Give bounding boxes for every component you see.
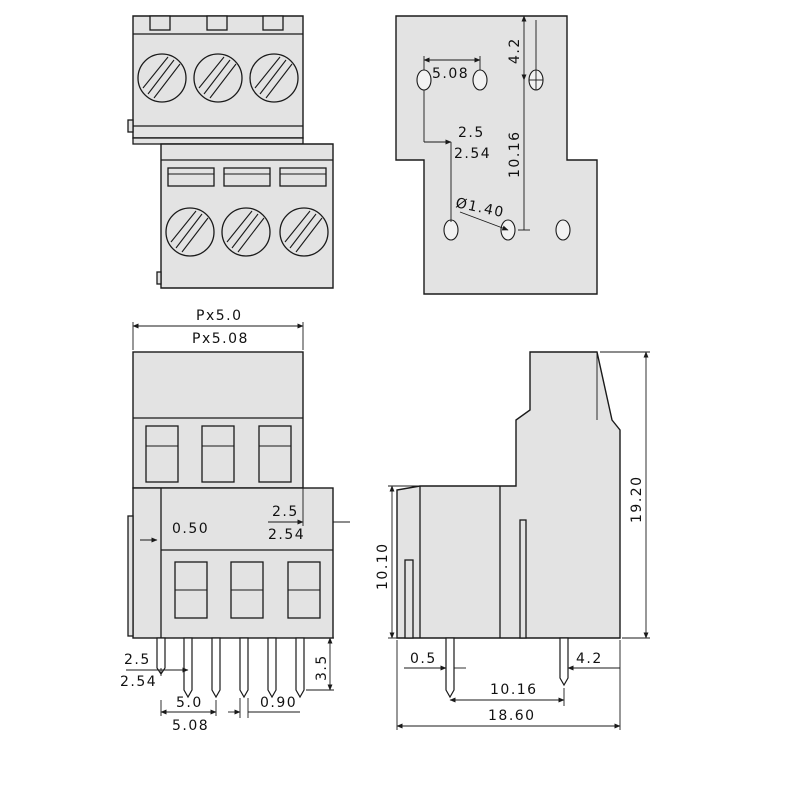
dim-pin-right: 4.2: [576, 651, 603, 667]
top-view: [127, 15, 334, 289]
screw-lower-1: [165, 207, 215, 257]
latch-nub-upper: [127, 119, 134, 133]
dim-pin-pitch-a: 5.0: [176, 695, 203, 711]
front-window-u3: [258, 425, 292, 483]
hole-a1: [416, 69, 432, 91]
pcb-footprint-outline: [395, 15, 598, 295]
dim-front-step-b: 2.54: [268, 527, 305, 543]
dim-row-spacing: 10.16: [507, 130, 523, 178]
front-pins: [156, 637, 305, 699]
side-latch: [404, 559, 414, 639]
dim-step-a: 2.5: [458, 125, 485, 141]
top-tab-1: [149, 15, 171, 31]
dim-depth-total: 18.60: [488, 708, 536, 724]
hole-a2: [472, 69, 488, 91]
dim-pin-offset: 0.5: [410, 651, 437, 667]
side-rib: [519, 519, 527, 639]
dim-pitch-a: Px5.0: [196, 308, 243, 324]
dim-pitch-b: Px5.08: [192, 331, 249, 347]
wire-slot-1: [167, 167, 215, 187]
latch-nub-lower: [156, 271, 162, 285]
top-tab-2: [206, 15, 228, 31]
dim-height-total: 19.20: [629, 475, 645, 523]
joint-band: [132, 137, 304, 145]
dim-offset-top: 4.2: [507, 37, 523, 64]
side-view: 19.20 10.10 0.5 4.2 10.16 18.60: [375, 351, 650, 730]
footprint-view: 5.08 4.2 2.5 2.54 10.16 Ø1.40: [395, 15, 598, 295]
front-view: Px5.0 Px5.08 2.5 2.54 0.50 3.5 2.5 2.54 …: [120, 308, 350, 734]
dim-front-step-a: 2.5: [272, 504, 299, 520]
dim-pin-width: 0.90: [260, 695, 297, 711]
dim-side-b: 2.54: [120, 674, 157, 690]
hole-b1: [443, 219, 459, 241]
dim-pin-pitch-b: 5.08: [172, 718, 209, 734]
side-pin-left: [445, 637, 455, 699]
hole-b3: [555, 219, 571, 241]
screw-upper-1: [137, 53, 187, 103]
dim-height-lower: 10.10: [375, 542, 391, 590]
wire-slot-3: [279, 167, 327, 187]
side-pin-right: [559, 637, 569, 687]
screw-upper-3: [249, 53, 299, 103]
dim-pitch: 5.08: [432, 66, 469, 82]
front-window-u2: [201, 425, 235, 483]
side-view-body: [396, 351, 621, 639]
dim-pin-spacing: 10.16: [490, 682, 538, 698]
dim-pin-height: 3.5: [314, 654, 330, 681]
front-window-u1: [145, 425, 179, 483]
dim-side-a: 2.5: [124, 652, 151, 668]
dim-step-b: 2.54: [454, 146, 491, 162]
screw-lower-3: [279, 207, 329, 257]
top-tab-3: [262, 15, 284, 31]
front-side-rib: [127, 515, 134, 637]
screw-upper-2: [193, 53, 243, 103]
wire-slot-2: [223, 167, 271, 187]
screw-lower-2: [221, 207, 271, 257]
dim-wall: 0.50: [172, 521, 209, 537]
